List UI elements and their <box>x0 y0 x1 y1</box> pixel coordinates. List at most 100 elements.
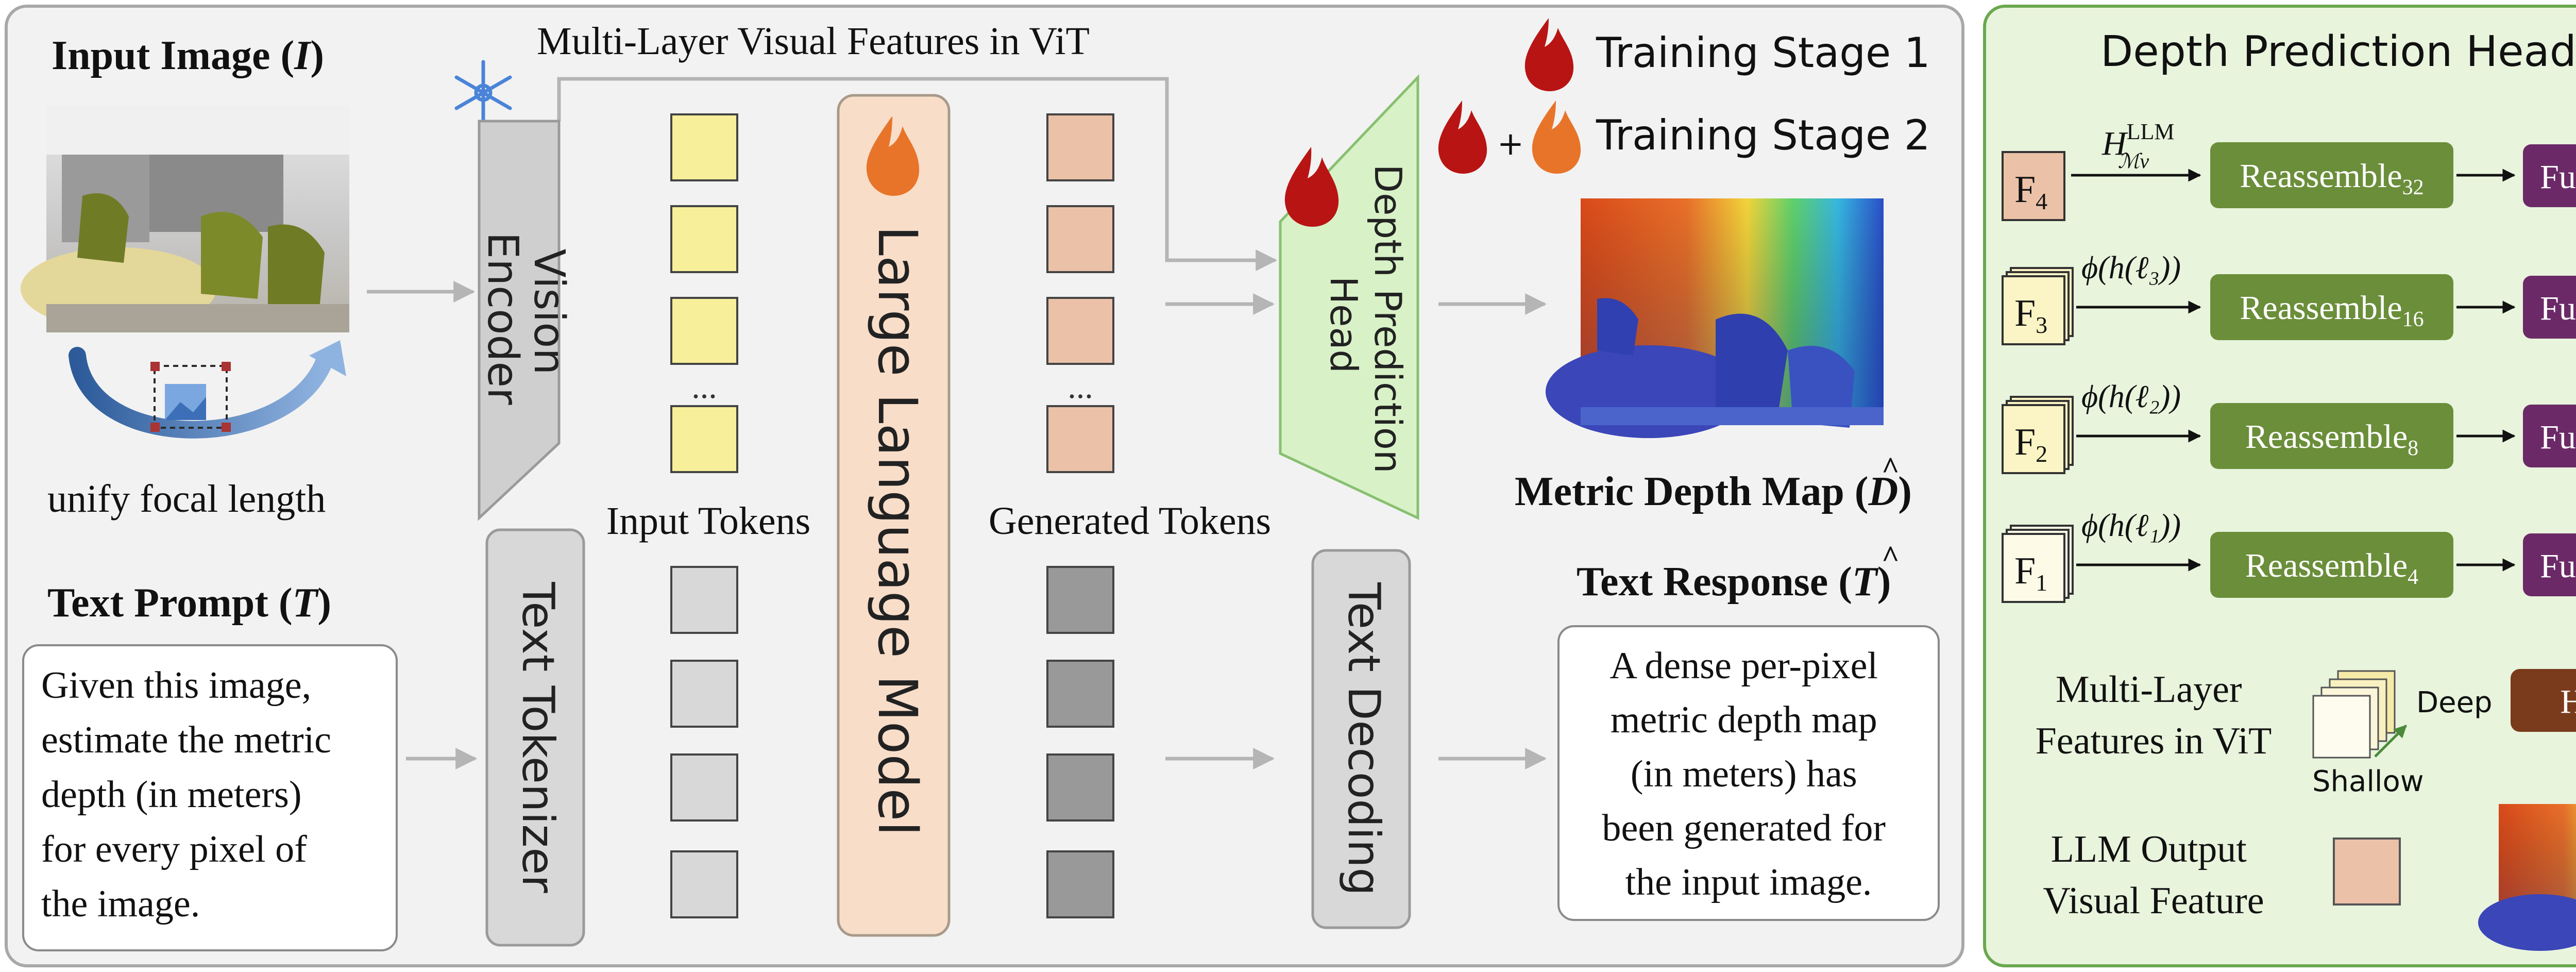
multi-layer-title: Multi-Layer Visual Features in ViT <box>537 20 1090 63</box>
token-light-gray <box>670 660 738 728</box>
output-depth-image <box>2478 804 2576 951</box>
token-yellow <box>670 113 738 181</box>
legend-plus: + <box>1497 125 1524 162</box>
multi-layer-legend-line: Multi-Layer <box>2056 668 2242 711</box>
generated-text-tokens <box>1046 566 1114 918</box>
prompt-line: depth (in meters) <box>41 774 302 816</box>
response-line: A dense per-pixel <box>1610 645 1878 687</box>
llm-output-legend-line: LLM Output <box>2051 828 2247 870</box>
svg-text:Given this image, estimate: Given this image, estimate the metric de… <box>41 664 341 925</box>
prompt-line: the image. <box>41 883 200 925</box>
token-dark-gray <box>1046 660 1114 728</box>
response-line: metric depth map <box>1611 699 1877 741</box>
text-response-title: Text Response (T) <box>1577 559 1891 605</box>
token-yellow <box>670 297 738 365</box>
feature-row-2: F2 ϕ(h(ℓ₂)) Reassemble8 Fusion <box>2002 379 2576 474</box>
text-prompt-box <box>22 644 398 951</box>
svg-text:F4: F4 <box>2014 169 2047 214</box>
depth-direction-arrow <box>2374 725 2407 758</box>
prompt-line: estimate the metric <box>41 719 331 761</box>
svg-text:Fusion: Fusion <box>2540 290 2576 327</box>
token-light-gray <box>670 753 738 822</box>
svg-text:Fusion: Fusion <box>2540 547 2576 585</box>
svg-text:Multi-Layer Features in Vi: Multi-Layer Features in ViT <box>2036 668 2272 762</box>
token-yellow <box>670 405 738 473</box>
fusion-box <box>2523 144 2576 207</box>
svg-text:F2: F2 <box>2014 421 2047 467</box>
fusion-box <box>2523 405 2576 467</box>
reassemble-box <box>2210 403 2453 469</box>
legend-stage1-fire-icon <box>1524 18 1574 91</box>
prompt-line: for every pixel of <box>41 828 307 870</box>
reassemble-box <box>2210 274 2453 340</box>
llm-output-legend-line: Visual Feature <box>2043 880 2264 922</box>
svg-text:F1: F1 <box>2014 550 2047 596</box>
svg-text:Reassemble32: Reassemble32 <box>2240 157 2424 199</box>
layer-stack-icon <box>2312 670 2396 759</box>
hat-mark: ^ <box>1882 451 1900 485</box>
depth-head-label-2: Head <box>1322 276 1365 373</box>
depth-map-image <box>1546 198 1884 438</box>
fusion-box <box>2523 533 2576 596</box>
svg-text:Fusion: Fusion <box>2540 418 2576 456</box>
svg-text:Reassemble16: Reassemble16 <box>2240 289 2424 331</box>
ellipsis: ... <box>1067 368 1093 406</box>
unify-swoosh <box>69 347 333 439</box>
text-response-box <box>1557 625 1940 921</box>
reassemble-box <box>2210 142 2453 208</box>
svg-text:Reassemble4: Reassemble4 <box>2245 547 2418 589</box>
response-line: the input image. <box>1625 861 1872 903</box>
deep-label: Deep <box>2416 686 2493 719</box>
text-tokenizer-block <box>485 528 585 947</box>
multi-layer-legend-line: Features in ViT <box>2036 720 2272 762</box>
token-dark-gray <box>1046 566 1114 634</box>
text-input-tokens <box>670 566 738 918</box>
llm-output-swatch <box>2333 837 2401 906</box>
vit-feature-arrow <box>557 77 1278 271</box>
feature-row-1: F1 ϕ(h(ℓ₁)) Reassemble4 Fusion <box>2002 508 2576 603</box>
head-panel <box>1983 5 2576 967</box>
svg-text:Depth Prediction Head: Depth Prediction Head <box>1322 164 1410 485</box>
token-light-gray <box>670 566 738 634</box>
legend-stage2-fire-icon-1 <box>1438 100 1487 174</box>
generated-visual-tokens <box>1046 113 1114 473</box>
token-salmon <box>1046 297 1114 365</box>
prompt-line: Given this image, <box>41 664 311 707</box>
token-salmon <box>1046 205 1114 273</box>
depth-head-label-1: Depth Prediction <box>1366 164 1410 474</box>
svg-text:Vision Encoder: Vision Encoder <box>478 232 573 405</box>
input-photo <box>21 106 349 332</box>
text-decoding-label: Text Decoding <box>1338 582 1389 896</box>
head-box-label: Head <box>2560 683 2576 720</box>
response-line: been generated for <box>1602 807 1886 849</box>
svg-text:Fusion: Fusion <box>2540 158 2576 196</box>
token-light-gray <box>670 850 738 918</box>
llm-label: Large Language Model <box>866 226 929 836</box>
fusion-box <box>2523 276 2576 339</box>
token-salmon <box>1046 405 1114 473</box>
reassemble-box <box>2210 532 2453 598</box>
image-icon <box>150 362 231 432</box>
legend-stage2: Training Stage 2 <box>1596 111 1930 159</box>
metric-depth-title: Metric Depth Map (D) <box>1515 469 1912 514</box>
legend-stage1: Training Stage 1 <box>1596 29 1930 77</box>
svg-text:ϕ(h(ℓ₁)): ϕ(h(ℓ₁)) <box>2081 508 2181 543</box>
token-dark-gray <box>1046 850 1114 918</box>
input-tokens-label: Input Tokens <box>606 499 810 543</box>
head-box <box>2511 669 2576 732</box>
svg-text:F3: F3 <box>2014 292 2047 338</box>
head-fire-icon <box>1284 147 1339 227</box>
response-line: (in meters) has <box>1631 753 1857 795</box>
token-salmon <box>1046 113 1114 181</box>
shallow-label: Shallow <box>2312 765 2424 798</box>
token-yellow <box>670 205 738 273</box>
vision-encoder-label-2: Encoder <box>478 232 527 405</box>
snowflake-icon <box>454 60 512 126</box>
vision-encoder-label-1: Vision <box>524 249 573 375</box>
input-image-title: Input Image (I) <box>52 33 324 78</box>
svg-text:A dense per-pixel metric d: A dense per-pixel metric depth map (in m… <box>1602 645 1895 903</box>
ellipsis: ... <box>691 368 717 406</box>
